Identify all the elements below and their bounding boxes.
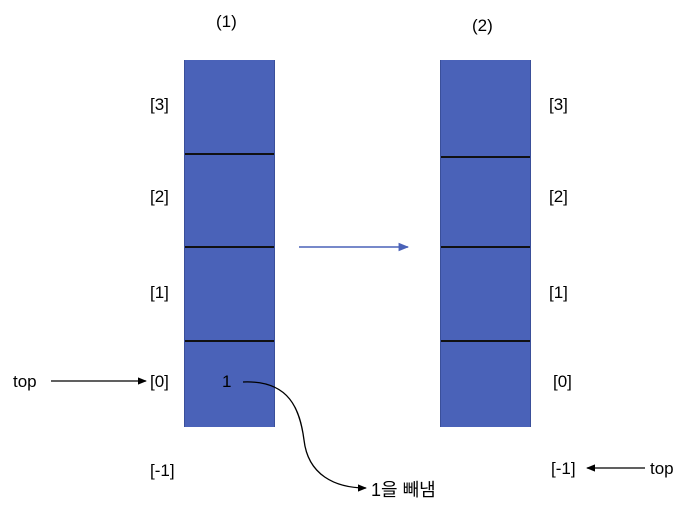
left-stack-divider xyxy=(185,153,274,155)
left-stack-divider xyxy=(185,246,274,248)
left-stack xyxy=(184,60,275,427)
left-index-3: [3] xyxy=(150,95,169,114)
right-index-0: [0] xyxy=(553,372,572,391)
left-top-pointer-label: top xyxy=(13,372,37,391)
left-index-2: [2] xyxy=(150,187,169,206)
right-index-2: [2] xyxy=(549,187,568,206)
right-index-minus-1: [-1] xyxy=(551,459,576,478)
left-index-0: [0] xyxy=(150,372,169,391)
left-index-minus-1: [-1] xyxy=(150,461,175,480)
right-stack-title: (2) xyxy=(472,16,493,35)
right-top-pointer-label: top xyxy=(650,459,674,478)
pop-arrow xyxy=(242,381,367,492)
left-stack-title: (1) xyxy=(216,12,237,31)
left-cell-value: 1 xyxy=(222,372,232,391)
pop-note: 1을 빼냄 xyxy=(371,480,436,500)
right-stack-divider xyxy=(441,156,530,158)
right-stack-divider xyxy=(441,340,530,342)
left-stack-divider xyxy=(185,340,274,342)
right-stack xyxy=(440,60,531,427)
left-index-1: [1] xyxy=(150,283,169,302)
right-index-3: [3] xyxy=(549,95,568,114)
right-index-1: [1] xyxy=(549,283,568,302)
right-stack-divider xyxy=(441,246,530,248)
